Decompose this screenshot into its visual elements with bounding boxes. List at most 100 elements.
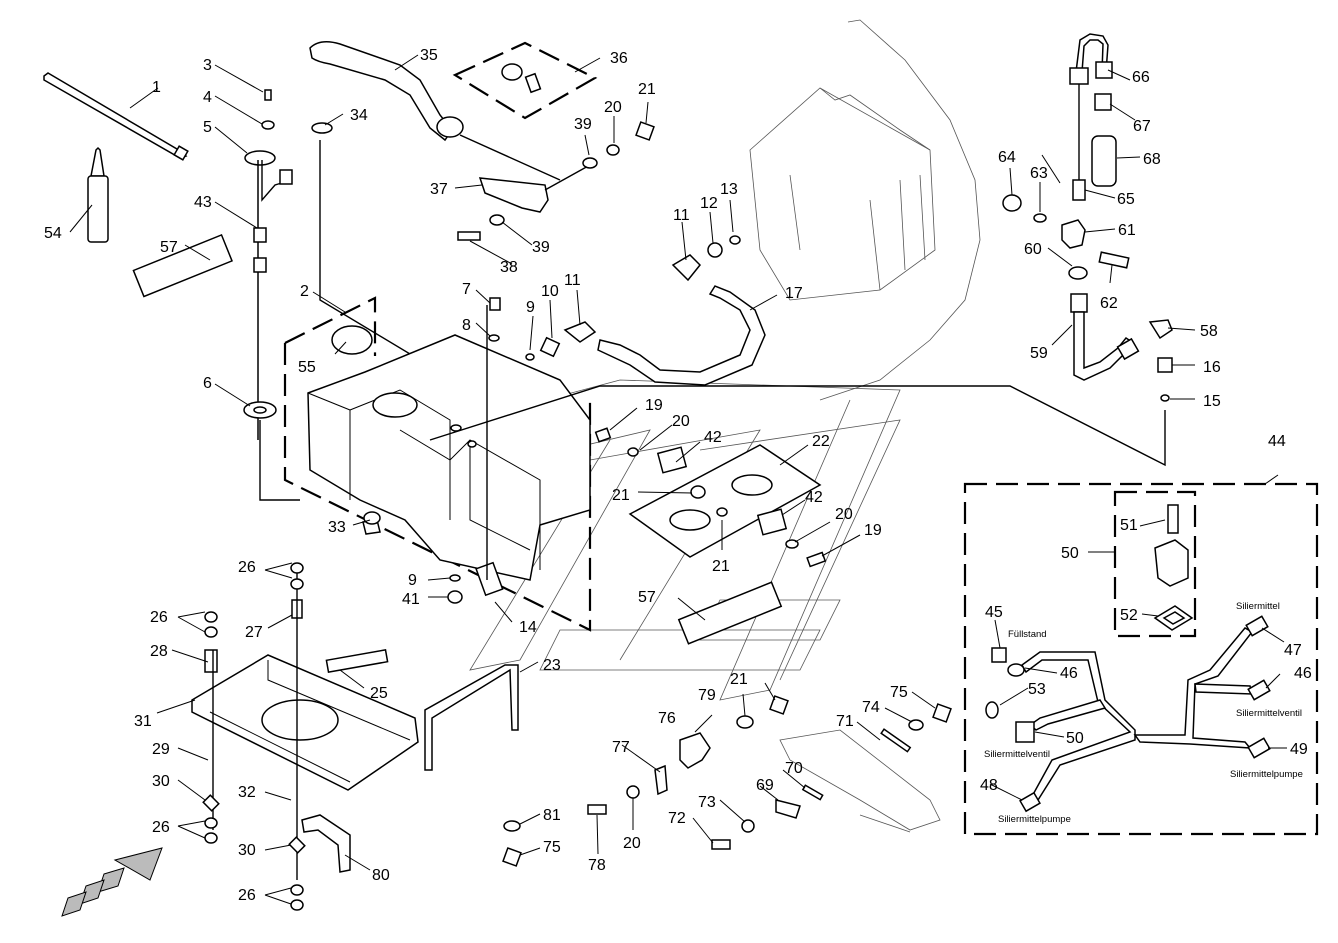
callout-15: 15 — [1203, 393, 1221, 410]
callout-20d: 20 — [623, 835, 641, 852]
callout-64: 64 — [998, 149, 1016, 166]
callout-22: 22 — [812, 433, 830, 450]
bottom-small-parts — [587, 695, 952, 850]
callout-14: 14 — [519, 619, 537, 636]
callout-26a: 26 — [238, 559, 256, 576]
callout-34: 34 — [350, 107, 368, 124]
leader-lines — [69, 54, 1287, 905]
callout-7: 7 — [462, 281, 471, 298]
callout-13: 13 — [720, 181, 738, 198]
callout-54: 54 — [44, 225, 62, 242]
sealant-tube — [87, 146, 109, 243]
callout-17: 17 — [785, 285, 803, 302]
callout-52: 52 — [1120, 607, 1138, 624]
direction-arrow — [61, 847, 163, 917]
callout-28: 28 — [150, 643, 168, 660]
callout-25: 25 — [370, 685, 388, 702]
callout-46a: 46 — [1060, 665, 1078, 682]
callout-32: 32 — [238, 784, 256, 801]
callout-78: 78 — [588, 857, 606, 874]
callout-39a: 39 — [574, 116, 592, 133]
callout-63: 63 — [1030, 165, 1048, 182]
callout-37: 37 — [430, 181, 448, 198]
callout-3: 3 — [203, 57, 212, 74]
callout-77: 77 — [612, 739, 630, 756]
base-frame — [191, 511, 522, 911]
wiring-harness — [985, 615, 1271, 813]
callout-21d: 21 — [730, 671, 748, 688]
callout-62: 62 — [1100, 295, 1118, 312]
callout-4: 4 — [203, 89, 212, 106]
callout-73: 73 — [698, 794, 716, 811]
callout-21b: 21 — [612, 487, 630, 504]
decal-left — [132, 233, 233, 298]
callout-57b: 57 — [638, 589, 656, 606]
callout-80: 80 — [372, 867, 390, 884]
harness-text-labels: Füllstand Siliermittel Siliermittelventi… — [984, 601, 1303, 825]
callout-81: 81 — [543, 807, 561, 824]
label-siliermittelventil-left: Siliermittelventil — [984, 749, 1050, 760]
callout-11a: 11 — [564, 272, 581, 289]
callout-20b: 20 — [672, 413, 690, 430]
callout-45: 45 — [985, 604, 1003, 621]
callout-35: 35 — [420, 47, 438, 64]
callout-20a: 20 — [604, 99, 622, 116]
callout-9a: 9 — [526, 299, 535, 316]
label-siliermittelpumpe-left: Siliermittelpumpe — [998, 814, 1071, 825]
callout-10: 10 — [541, 283, 559, 300]
callout-21a: 21 — [638, 81, 656, 98]
callout-51: 51 — [1120, 517, 1138, 534]
harness-group-outline — [963, 482, 1319, 836]
callout-50a: 50 — [1061, 545, 1079, 562]
callout-23: 23 — [543, 657, 561, 674]
callout-58: 58 — [1200, 323, 1218, 340]
callout-26d: 26 — [238, 887, 256, 904]
callout-labels: 1 2 3 4 5 6 7 8 9 9 10 11 11 12 13 14 15… — [44, 47, 1312, 904]
callout-48: 48 — [980, 777, 998, 794]
callout-27: 27 — [245, 624, 263, 641]
callout-31: 31 — [134, 713, 152, 730]
callout-6: 6 — [203, 375, 212, 392]
callout-5: 5 — [203, 119, 212, 136]
tank — [307, 325, 591, 597]
callout-70: 70 — [785, 760, 803, 777]
callout-65: 65 — [1117, 191, 1135, 208]
callout-2: 2 — [300, 283, 309, 300]
callout-44: 44 — [1268, 433, 1286, 450]
callout-38: 38 — [500, 259, 518, 276]
callout-71: 71 — [836, 713, 854, 730]
callout-43: 43 — [194, 194, 212, 211]
mounting-plate — [594, 427, 827, 568]
callout-59: 59 — [1030, 345, 1048, 362]
callout-26c: 26 — [152, 819, 170, 836]
callout-50b: 50 — [1066, 730, 1084, 747]
callout-30a: 30 — [152, 773, 170, 790]
callout-72: 72 — [668, 810, 686, 827]
valve-group-outline — [1113, 490, 1197, 638]
callout-21c: 21 — [712, 558, 730, 575]
label-fuellstand: Füllstand — [1008, 629, 1047, 640]
right-hose-group — [1002, 33, 1173, 402]
callout-41: 41 — [402, 591, 420, 608]
callout-29: 29 — [152, 741, 170, 758]
callout-30b: 30 — [238, 842, 256, 859]
callout-61: 61 — [1118, 222, 1136, 239]
callout-75b: 75 — [543, 839, 561, 856]
callout-66: 66 — [1132, 69, 1150, 86]
label-siliermittelventil-right: Siliermittelventil — [1236, 708, 1302, 719]
cable-tie — [43, 72, 189, 161]
callout-68: 68 — [1143, 151, 1161, 168]
callout-12: 12 — [700, 195, 718, 212]
callout-49: 49 — [1290, 741, 1308, 758]
cap-detail-group — [452, 41, 598, 120]
callout-1: 1 — [152, 79, 161, 96]
tank-fittings — [486, 297, 597, 580]
callout-47: 47 — [1284, 642, 1302, 659]
callout-16: 16 — [1203, 359, 1221, 376]
connection-line — [429, 385, 1166, 467]
level-sensor — [243, 89, 300, 501]
callout-33: 33 — [328, 519, 346, 536]
valve-detail — [1153, 504, 1194, 631]
label-siliermittelpumpe-right: Siliermittelpumpe — [1230, 769, 1303, 780]
